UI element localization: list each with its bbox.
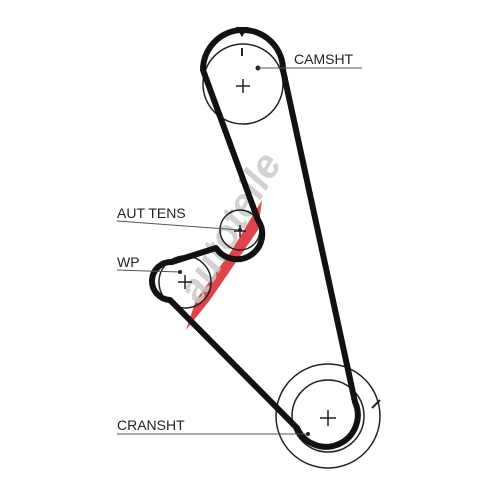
label-camshaft-text: CAMSHT	[294, 51, 354, 67]
watermark: autoteile	[170, 145, 290, 330]
label-water-pump: WP	[116, 254, 182, 274]
label-tensioner: AUT TENS	[116, 205, 242, 232]
timing-belt	[148, 27, 361, 450]
label-water-pump-text: WP	[117, 254, 140, 270]
crankshaft-pulley	[275, 363, 381, 469]
label-camshaft: CAMSHT	[258, 51, 362, 69]
label-crankshaft: CRANSHT	[117, 417, 310, 436]
watermark-text: autoteile	[170, 145, 290, 309]
label-tensioner-text: AUT TENS	[117, 205, 186, 221]
label-crankshaft-text: CRANSHT	[117, 417, 185, 433]
